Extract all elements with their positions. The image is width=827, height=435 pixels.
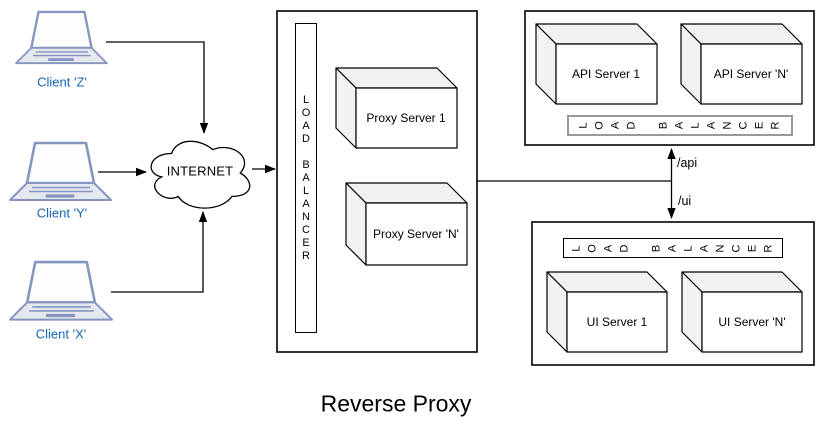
proxy-server-1-cube <box>335 67 458 149</box>
internet-cloud-icon <box>150 140 251 209</box>
proxy-server-n-cube <box>345 182 468 266</box>
client-x-label: Client 'X' <box>35 326 87 342</box>
ui-route-label: /ui <box>678 194 692 208</box>
diagram-title: Reverse Proxy <box>320 390 472 417</box>
api-route-label: /api <box>677 156 698 170</box>
api-server-1-cube <box>535 23 658 105</box>
laptop-icon <box>8 260 114 322</box>
ui-server-1-cube <box>546 271 668 353</box>
proxy-server-1-label: Proxy Server 1 <box>366 111 446 125</box>
api-server-n-cube <box>680 23 803 105</box>
arrow-client-z-to-internet <box>106 41 209 134</box>
internet-label: INTERNET <box>166 163 234 179</box>
laptop-icon <box>8 141 113 202</box>
laptop-icon <box>14 10 109 65</box>
api-server-1-label: API Server 1 <box>571 67 641 81</box>
proxy-server-n-label: Proxy Server 'N' <box>373 227 459 241</box>
ui-server-n-label: UI Server 'N' <box>718 315 786 329</box>
ui-server-n-cube <box>681 271 803 353</box>
client-y-label: Client 'Y' <box>36 205 88 221</box>
ui-server-1-label: UI Server 1 <box>586 315 648 329</box>
client-z-label: Client 'Z' <box>37 74 87 90</box>
arrow-client-x-to-internet <box>111 211 208 293</box>
api-server-n-label: API Server 'N' <box>713 67 789 81</box>
